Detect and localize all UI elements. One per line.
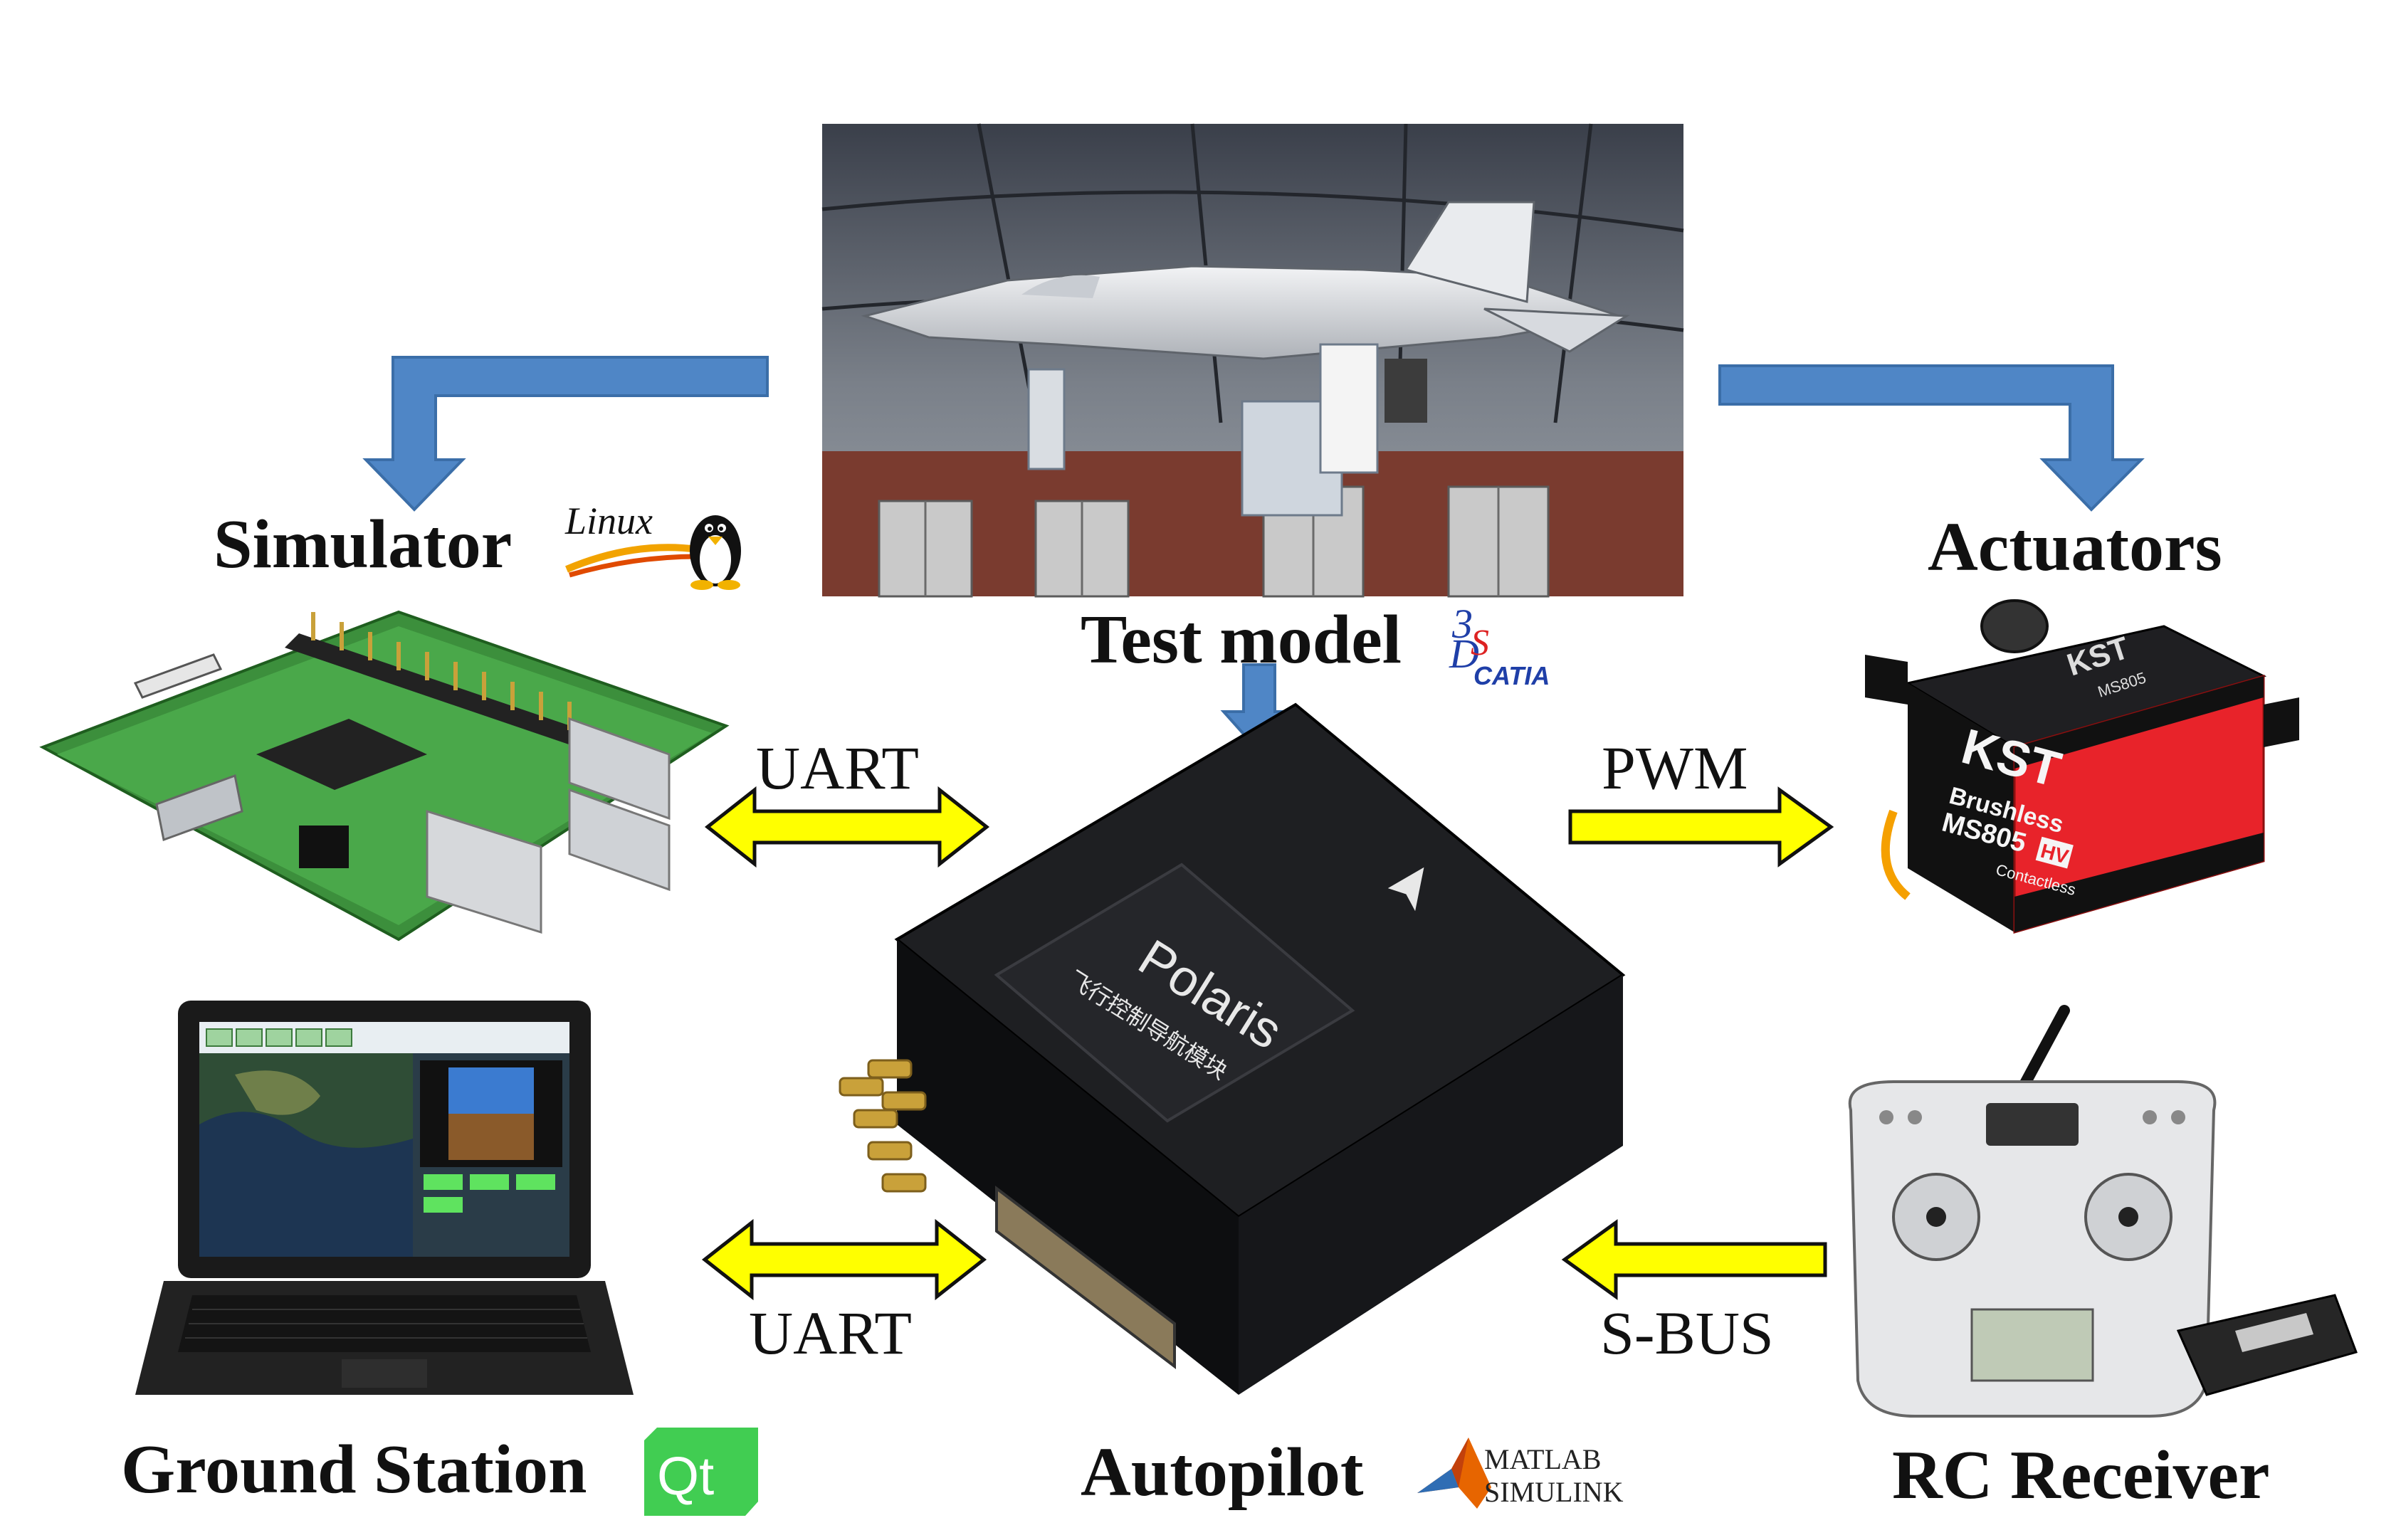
blue-arrow-to-actuators [1708, 349, 2164, 523]
svg-text:3: 3 [1451, 601, 1473, 647]
ground-station-label: Ground Station [121, 1431, 587, 1508]
raspberry-pi-image [28, 584, 740, 954]
pwm-link-label: PWM [1602, 734, 1748, 802]
servo-image: KST MS805 KST Brushless MS805 HV Contact… [1865, 598, 2306, 982]
yellow-double-arrow-ground [701, 1218, 987, 1309]
sbus-link-label: S-BUS [1600, 1299, 1774, 1367]
linux-logo-text: Linux [564, 500, 653, 542]
actuators-label: Actuators [1928, 509, 2222, 586]
catia-logo-text: CATIA [1473, 661, 1550, 690]
yellow-arrow-actuators [1566, 786, 1837, 876]
svg-text:S: S [1471, 623, 1489, 663]
test-model-photo [821, 123, 1684, 598]
yellow-double-arrow-simulator [704, 786, 990, 876]
yellow-arrow-rc [1559, 1219, 1829, 1309]
matlab-logo-text: MATLAB [1484, 1443, 1601, 1475]
simulink-logo-text: SIMULINK [1484, 1476, 1624, 1508]
simulator-label: Simulator [214, 506, 513, 583]
catia-logo: 3 D S CATIA [1445, 598, 1573, 690]
uart-link-label-top: UART [756, 734, 919, 802]
test-model-label: Test model [1081, 601, 1402, 678]
matlab-simulink-logo: MATLAB SIMULINK [1413, 1430, 1627, 1516]
autopilot-label: Autopilot [1081, 1434, 1364, 1511]
laptop-image [135, 996, 634, 1409]
blue-arrow-to-simulator [356, 349, 783, 523]
rc-transmitter-image [1837, 996, 2378, 1423]
rc-receiver-label: RC Receiver [1892, 1437, 2270, 1514]
linux-logo: Linux [562, 491, 755, 591]
uart-link-label-bottom: UART [749, 1299, 912, 1367]
svg-text:D: D [1449, 631, 1479, 677]
polaris-autopilot-image: Polaris 飞行控制导航模块 [839, 690, 1651, 1402]
qt-logo: Qt [644, 1428, 758, 1516]
qt-logo-text: Qt [657, 1446, 714, 1507]
